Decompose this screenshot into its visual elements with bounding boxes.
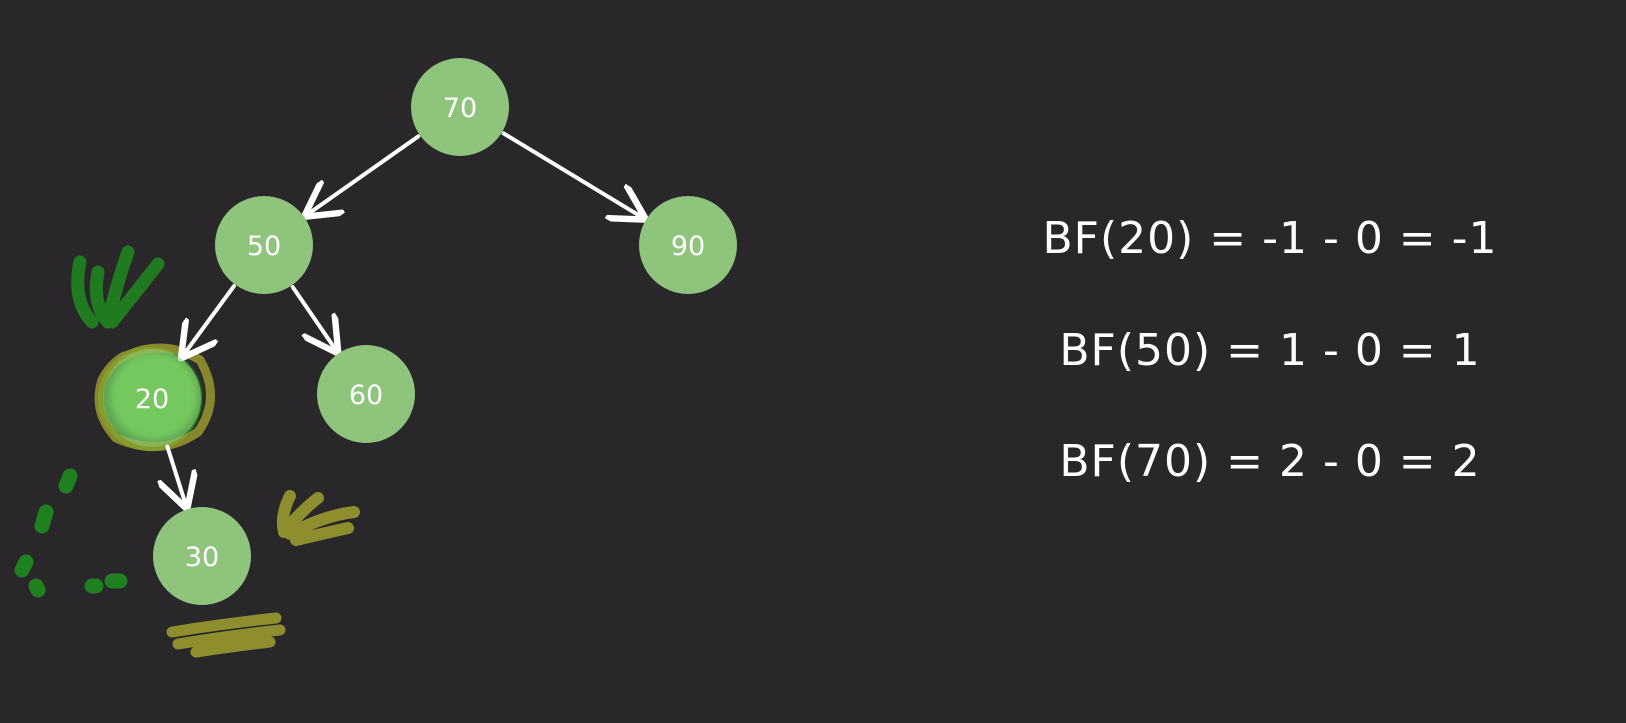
tree-edges — [167, 131, 643, 506]
node-label: 90 — [671, 231, 705, 262]
yellow-scribble-mark — [276, 490, 360, 546]
node-label: 70 — [443, 93, 477, 124]
node-label: 50 — [247, 231, 281, 262]
balance-factor-20: BF(20) = -1 - 0 = -1 — [1042, 213, 1498, 264]
node-circle — [411, 58, 509, 156]
edge-70-to-90 — [501, 131, 643, 217]
node-label: 60 — [349, 380, 383, 411]
node-circle — [153, 507, 251, 605]
node-circle — [317, 345, 415, 443]
edge-50-to-20 — [183, 284, 236, 355]
edge-70-to-50 — [307, 134, 421, 214]
tree-node-30: 30 — [153, 507, 251, 605]
green-scribble-mark — [71, 245, 165, 329]
green-dotted-curve — [14, 468, 128, 598]
node-circle — [103, 349, 201, 447]
tree-node-20: 20 — [103, 349, 201, 447]
tree-node-60: 60 — [317, 345, 415, 443]
tree-node-70: 70 — [411, 58, 509, 156]
edge-50-to-60 — [290, 285, 336, 350]
balance-factor-70: BF(70) = 2 - 0 = 2 — [1059, 436, 1481, 487]
node-circle — [639, 196, 737, 294]
tree-node-90: 90 — [639, 196, 737, 294]
tree-node-50: 50 — [215, 196, 313, 294]
node-label: 20 — [135, 384, 169, 415]
balance-factor-50: BF(50) = 1 - 0 = 1 — [1059, 325, 1481, 376]
node-label: 30 — [185, 542, 219, 573]
yellow-underline-mark — [166, 612, 286, 658]
node-circle — [215, 196, 313, 294]
tree-nodes: 70 50 90 20 60 30 — [103, 58, 737, 605]
edge-20-to-30 — [167, 444, 186, 506]
